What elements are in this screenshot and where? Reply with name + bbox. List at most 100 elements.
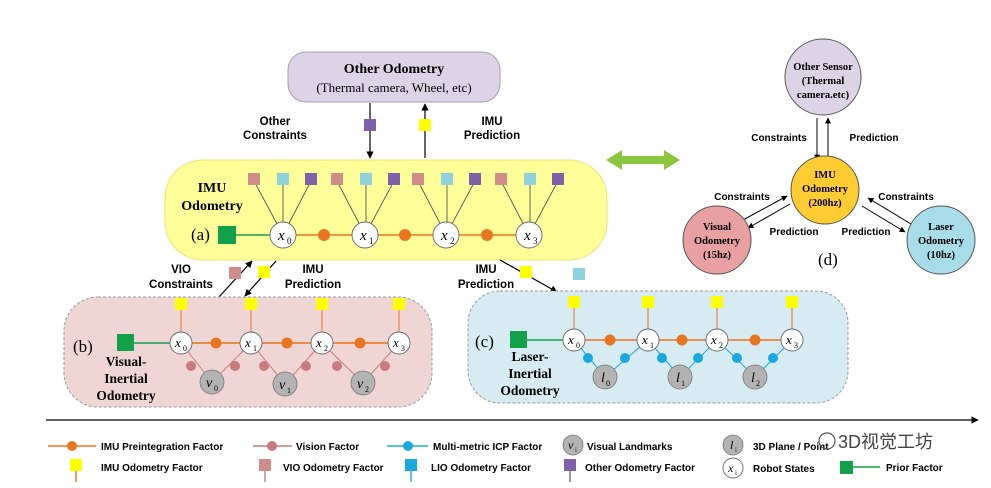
svg-text:0: 0 — [606, 379, 610, 388]
lio-square — [360, 173, 372, 185]
svg-text:1: 1 — [650, 341, 654, 350]
panel-d-imu-label-2: Odometry — [802, 184, 849, 195]
svg-text:x: x — [392, 335, 399, 350]
panel-d-imu-node — [790, 155, 860, 225]
panel-c-title-3: Odometry — [500, 383, 559, 398]
lio-square-between — [573, 268, 585, 280]
svg-text:3: 3 — [794, 341, 798, 350]
svg-text:v: v — [279, 378, 286, 393]
legend-icp: Multi-metric ICP Factor — [387, 441, 542, 453]
svg-text:1: 1 — [287, 386, 291, 395]
svg-text:l: l — [730, 438, 734, 452]
legend-lio-odom: LIO Odometry Factor — [405, 459, 531, 482]
imu-prediction-label-top-2: Prediction — [464, 130, 520, 142]
other-odometry-box — [287, 51, 501, 103]
legend-visual-landmarks: v i Visual Landmarks — [562, 434, 673, 456]
watermark: 3D视觉工坊 — [818, 432, 933, 452]
vio-square-between — [229, 267, 241, 279]
legend-imu-preint: IMU Preintegration Factor — [48, 441, 223, 453]
panel-d-other-sensor-label-2: (Thermal — [802, 76, 845, 87]
other-square — [388, 173, 400, 185]
svg-text:v: v — [357, 377, 364, 392]
panel-b-title: Visual- — [106, 354, 147, 369]
panel-d-imu-label-3: (200hz) — [808, 198, 842, 209]
panel-d-other-sensor-label-3: camera.etc) — [797, 90, 850, 101]
panel-d-laser-node — [906, 205, 976, 275]
svg-text:IMU Preintegration Factor: IMU Preintegration Factor — [101, 442, 223, 453]
svg-text:0: 0 — [214, 384, 218, 393]
panel-d-laser-label: Laser — [928, 222, 954, 233]
imu-prediction-label-top: IMU — [481, 116, 502, 128]
panel-d-laser-label-2: Odometry — [918, 236, 965, 247]
svg-text:3: 3 — [401, 344, 405, 353]
panel-d-visual-node — [682, 205, 752, 275]
equivalence-double-arrow — [606, 150, 680, 170]
panel-d-prediction-top: Prediction — [850, 133, 899, 144]
svg-text:0: 0 — [576, 341, 580, 350]
vio-square — [248, 173, 260, 185]
imu-preint-factor — [354, 337, 366, 349]
vio-square — [412, 173, 424, 185]
svg-text:x: x — [359, 228, 367, 244]
imu-preint-factor — [481, 229, 493, 241]
imu-prediction-label-c: IMU — [475, 264, 496, 276]
other-square — [305, 173, 317, 185]
panel-a-title-2: Odometry — [181, 199, 242, 214]
panel-c-icp-factors — [583, 353, 778, 363]
panel-a-tag: (a) — [191, 225, 210, 244]
svg-text:x: x — [244, 335, 251, 350]
svg-text:2: 2 — [719, 341, 723, 350]
panel-c-title-2: Inertial — [508, 366, 552, 381]
lio-square — [277, 173, 289, 185]
panel-b-title-2: Inertial — [104, 371, 148, 386]
panel-d-visual-label-3: (15hz) — [703, 250, 731, 261]
svg-text:3: 3 — [533, 236, 538, 246]
legend-imu-odom: IMU Odometry Factor — [70, 459, 203, 482]
legend-vision: Vision Factor — [253, 441, 359, 453]
svg-text:x: x — [174, 335, 181, 350]
panel-b-imu-squares — [175, 298, 405, 310]
panel-d-imu-label: IMU — [814, 170, 836, 181]
panel-c-prior-factor — [510, 331, 527, 348]
panel-d-tag: (d) — [818, 250, 838, 269]
panel-d-arrows — [742, 117, 912, 233]
panel-d-prediction-left: Prediction — [770, 227, 819, 238]
svg-text:2: 2 — [756, 379, 760, 388]
panel-b-vision-factors — [186, 361, 390, 371]
panel-d-constraints-top: Constraints — [751, 133, 807, 144]
legend-other-odom: Other Odometry Factor — [564, 459, 695, 482]
panel-c-imu-squares — [568, 296, 798, 308]
svg-text:Robot States: Robot States — [753, 464, 815, 475]
panel-a-prior-factor — [218, 226, 236, 244]
imu-preint-factor — [676, 334, 688, 346]
imu-prediction-label-b: IMU — [302, 264, 323, 276]
svg-text:VIO Odometry Factor: VIO Odometry Factor — [283, 463, 384, 474]
panel-b-prior-factor — [117, 334, 134, 351]
svg-text:0: 0 — [183, 344, 187, 353]
panel-c-tag: (c) — [475, 332, 494, 351]
svg-text:1: 1 — [681, 379, 685, 388]
svg-text:0: 0 — [287, 236, 292, 246]
svg-text:l: l — [601, 371, 605, 386]
panel-b-title-3: Odometry — [96, 388, 155, 403]
svg-text:x: x — [567, 332, 574, 347]
svg-text:LIO Odometry Factor: LIO Odometry Factor — [431, 463, 531, 474]
imu-prediction-label-c-2: Prediction — [458, 279, 514, 291]
imu-preint-factor — [399, 229, 411, 241]
imu-preint-factor — [281, 337, 293, 349]
lio-square — [524, 173, 536, 185]
panel-b-landmarks: v 0 v 1 v 2 — [199, 369, 376, 397]
other-constraints-label: Other — [260, 116, 291, 128]
panel-c-title: Laser- — [512, 349, 549, 364]
panel-d-visual-label: Visual — [703, 222, 731, 233]
svg-text:i: i — [735, 469, 737, 477]
imu-odom-square-top — [419, 119, 431, 131]
legend-prior: Prior Factor — [840, 461, 943, 474]
svg-text:x: x — [523, 228, 531, 244]
svg-text:x: x — [315, 335, 322, 350]
svg-text:Prior Factor: Prior Factor — [886, 463, 943, 474]
svg-text:2: 2 — [450, 236, 455, 246]
panel-b-states: x 0 x 1 x 2 x 3 — [169, 331, 411, 355]
svg-text:Other Odometry Factor: Other Odometry Factor — [585, 463, 695, 474]
